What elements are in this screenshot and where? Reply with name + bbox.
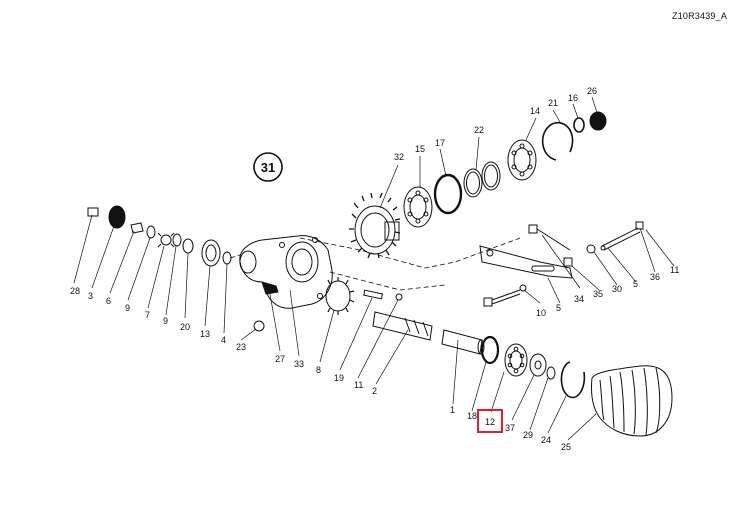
bevel-gear-32: [349, 192, 401, 259]
cap-26: [589, 111, 607, 131]
label-13: 13: [200, 329, 210, 339]
label-37: 37: [505, 423, 515, 433]
group-callout: 31: [253, 152, 283, 182]
label-34: 34: [574, 294, 584, 304]
label-33: 33: [294, 359, 304, 369]
label-8: 8: [316, 365, 321, 375]
part-labels: 28 3 6 9 7 9 20 13 4 23 27 33 8 19 11 2 …: [70, 86, 679, 452]
label-24: 24: [541, 435, 551, 445]
label-15: 15: [415, 144, 425, 154]
label-30: 30: [612, 284, 622, 294]
washer-29: [529, 353, 547, 377]
small-ring: [546, 366, 556, 380]
label-3: 3: [88, 291, 93, 301]
label-27: 27: [275, 354, 285, 364]
label-9-left: 9: [125, 303, 130, 313]
label-25: 25: [561, 442, 571, 452]
label-22: 22: [474, 125, 484, 135]
label-4: 4: [221, 335, 226, 345]
label-20: 20: [180, 322, 190, 332]
bolt-10: [483, 284, 527, 307]
label-18: 18: [467, 411, 477, 421]
gearbox-housing: [239, 235, 333, 309]
o-ring-17: [433, 173, 463, 215]
drawing-reference: Z10R3439_A: [672, 11, 728, 21]
bearing-37: [504, 343, 528, 377]
label-10: 10: [536, 308, 546, 318]
label-21: 21: [548, 98, 558, 108]
label-29: 29: [523, 430, 533, 440]
label-2: 2: [372, 386, 377, 396]
label-11-right: 11: [670, 265, 679, 275]
label-5-bottom: 5: [556, 303, 561, 313]
clamp-24: [560, 361, 586, 399]
label-14: 14: [530, 106, 540, 116]
bolt-35: [528, 224, 571, 251]
o-ring-18: [480, 335, 500, 365]
label-1: 1: [450, 405, 455, 415]
label-36: 36: [650, 272, 660, 282]
bearing-15: [403, 186, 433, 228]
pin-36: [586, 221, 644, 254]
label-23: 23: [236, 342, 246, 352]
label-5-right: 5: [633, 279, 638, 289]
label-28: 28: [70, 286, 80, 296]
label-7: 7: [145, 310, 150, 320]
label-6: 6: [106, 296, 111, 306]
o-ring-16: [573, 117, 585, 133]
bracket-34: [479, 245, 573, 279]
assembly-guide-lines: [229, 237, 521, 291]
circlips-22: [463, 161, 501, 198]
label-17: 17: [435, 138, 445, 148]
label-16: 16: [568, 93, 578, 103]
label-32: 32: [394, 152, 404, 162]
bellows-25: [591, 365, 673, 437]
pinion-gear-8: [325, 277, 355, 315]
label-19: 19: [334, 373, 344, 383]
key-19: [363, 289, 384, 300]
label-12: 12: [485, 417, 495, 427]
leader-lines: [73, 96, 675, 441]
label-26: 26: [587, 86, 597, 96]
label-11-left: 11: [354, 380, 363, 390]
snap-ring-21: [541, 121, 574, 161]
sleeve-1: [441, 329, 485, 355]
label-9-right: 9: [163, 316, 168, 326]
label-35: 35: [593, 289, 603, 299]
highlight-box: [477, 409, 503, 433]
bearing-14: [507, 139, 537, 181]
left-small-parts: [87, 205, 265, 332]
group-callout-label: 31: [261, 160, 275, 175]
shaft-2: [372, 293, 433, 341]
